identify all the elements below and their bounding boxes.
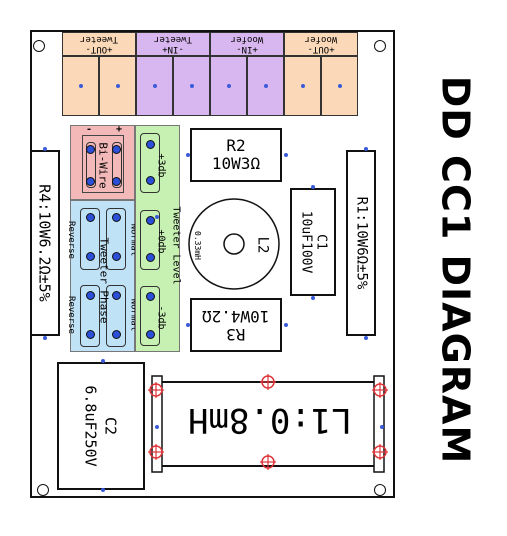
jumper-pin-icon xyxy=(86,145,95,154)
terminal-label-woofer-in: +IN- Woofer xyxy=(210,32,284,56)
jumper-pin-icon xyxy=(112,213,121,222)
jumper-pin-icon xyxy=(146,292,155,301)
level-jumper-frame xyxy=(140,133,160,193)
terminal-cell xyxy=(173,56,210,116)
resistor-r2: R2 10W3Ω xyxy=(190,128,282,182)
tweeter-level-block xyxy=(135,125,180,352)
biwire-jumper-frame xyxy=(82,135,124,193)
crosshair-icon xyxy=(148,382,164,398)
jumper-pin-icon xyxy=(86,330,95,339)
l1-label-wrap: L1:0.8mH xyxy=(188,400,352,440)
resistor-r4: R4:10W6.2Ω±5% xyxy=(30,150,60,336)
terminal-cell xyxy=(284,56,321,116)
biwire-label-wrap: Bi-Wire xyxy=(96,141,110,189)
phase-jumper-frame xyxy=(80,208,100,270)
jumper-pin-icon xyxy=(86,252,95,261)
jumper-pin-icon xyxy=(112,291,121,300)
mount-hole-icon xyxy=(374,40,386,52)
solder-pad-icon xyxy=(101,359,105,363)
jumper-pin-icon xyxy=(112,252,121,261)
solder-pad-icon xyxy=(155,215,159,219)
terminal-cell xyxy=(99,56,136,116)
jumper-pin-icon xyxy=(146,216,155,225)
mount-hole-icon xyxy=(33,40,45,52)
crosshair-icon xyxy=(260,374,276,390)
crosshair-icon xyxy=(372,444,388,460)
jumper-pin-icon xyxy=(86,177,95,186)
resistor-r3: R3 10W4.2Ω xyxy=(190,298,282,352)
mount-hole-icon xyxy=(374,484,386,496)
l2-label-wrap: L2 xyxy=(253,236,270,254)
crosshair-icon xyxy=(372,382,388,398)
capacitor-c1: C1 10uF100V xyxy=(290,188,336,296)
jumper-pin-icon xyxy=(86,291,95,300)
resistor-r1: R1:10W6Ω±5% xyxy=(346,150,376,336)
solder-pad-icon xyxy=(186,153,190,157)
tweeter-phase-label-wrap: Tweeter Phase xyxy=(97,236,111,324)
terminal-label-woofer-out: +OUT- Woofer xyxy=(284,32,358,56)
jumper-pin-icon xyxy=(146,253,155,262)
level-jumper-frame xyxy=(140,210,160,270)
reverse-label-top-wrap: Reverse xyxy=(66,221,76,259)
level-jumper-frame xyxy=(140,286,160,346)
biwire-jumper-block xyxy=(70,125,135,200)
solder-pad-icon xyxy=(311,185,315,189)
capacitor-c2: C2 6.8uF250V xyxy=(57,362,145,490)
solder-pad-icon xyxy=(284,323,288,327)
diagram-title-wrap: DD CC1 DIAGRAM xyxy=(420,20,490,520)
crosshair-icon xyxy=(148,444,164,460)
l2-value-wrap: 0.33mH xyxy=(192,230,202,260)
tweeter-level-label-wrap: Tweeter Level xyxy=(170,205,182,285)
terminal-cell xyxy=(136,56,173,116)
solder-pad-icon xyxy=(101,488,105,492)
solder-pad-icon xyxy=(284,153,288,157)
solder-pad-icon xyxy=(311,296,315,300)
crosshair-icon xyxy=(260,454,276,470)
jumper-pin-icon xyxy=(86,213,95,222)
biwire-pin-column xyxy=(86,142,96,188)
reverse-label-bottom-wrap: Reverse xyxy=(66,296,76,334)
solder-pad-icon xyxy=(43,147,47,151)
terminal-cell xyxy=(247,56,284,116)
solder-pad-icon xyxy=(364,336,368,340)
terminal-label-tweeter-in: -IN+ Tweeter xyxy=(136,32,210,56)
solder-pad-icon xyxy=(43,336,47,340)
solder-pad-icon xyxy=(155,425,159,429)
terminal-cell xyxy=(62,56,99,116)
jumper-pin-icon xyxy=(112,177,121,186)
jumper-pin-icon xyxy=(146,330,155,339)
terminal-cell xyxy=(321,56,358,116)
terminal-label-tweeter-out: +OUT- Tweeter xyxy=(62,32,136,56)
biwire-minus-label: - xyxy=(86,124,93,135)
mount-hole-icon xyxy=(37,484,49,496)
solder-pad-icon xyxy=(186,323,190,327)
jumper-pin-icon xyxy=(112,330,121,339)
biwire-plus-label: + xyxy=(116,124,123,135)
biwire-pin-column xyxy=(112,142,122,188)
solder-pad-icon xyxy=(364,147,368,151)
jumper-pin-icon xyxy=(146,140,155,149)
plus3db-label-wrap: +3db xyxy=(155,152,167,178)
solder-pad-icon xyxy=(380,425,384,429)
terminal-cell xyxy=(210,56,247,116)
jumper-pin-icon xyxy=(146,176,155,185)
jumper-pin-icon xyxy=(112,145,121,154)
phase-jumper-frame xyxy=(106,208,126,270)
phase-jumper-frame xyxy=(106,285,126,347)
phase-jumper-frame xyxy=(80,285,100,347)
inductor-l2 xyxy=(188,198,280,290)
diagram-title: DD CC1 DIAGRAM xyxy=(433,75,477,465)
